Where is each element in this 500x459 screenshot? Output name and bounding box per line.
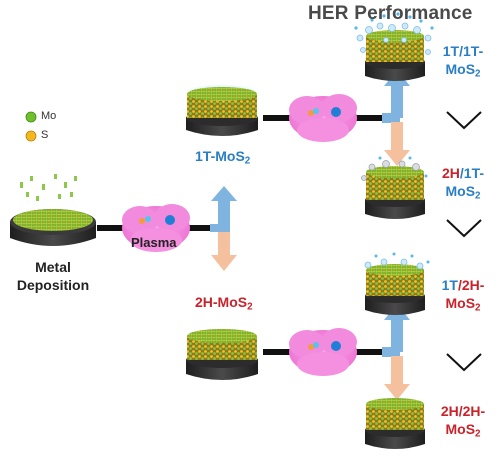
result-3-slash: /: [457, 277, 462, 293]
check-mark-3: [446, 353, 482, 372]
result-sample-3: [364, 252, 430, 315]
bar-plasma-junction: [188, 225, 210, 231]
result-label-2: 2H/1T- MoS2: [432, 164, 494, 205]
bar-plasma-upper-junction: [355, 115, 382, 121]
result-sample-1: [354, 12, 434, 81]
connector-bars: [97, 115, 382, 355]
legend-mo-label: Mo: [41, 110, 57, 122]
result-2-left: 2H: [441, 165, 460, 181]
mo-atom-icon: [25, 111, 37, 123]
performance-check-marks: [446, 111, 482, 372]
plasma-cloud-upper: [289, 94, 357, 142]
check-mark-2: [446, 219, 482, 238]
metal-deposition-line1: Metal: [35, 259, 71, 275]
arrow-down-2h: [211, 232, 237, 271]
result-3-right: 2H-: [461, 277, 485, 293]
arrow-up-1t: [210, 186, 237, 232]
result-1-slash: /: [459, 43, 463, 59]
result-label-4: 2H/2H- MoS2: [432, 402, 494, 443]
phase-2h-sub: 2: [247, 301, 253, 313]
bar-1t-plasma: [263, 115, 291, 121]
hydrogen-bubbles-icon: [364, 258, 424, 270]
legend-s-label: S: [41, 129, 49, 141]
bar-2h-plasma: [263, 349, 291, 355]
bar-plasma-lower-junction: [355, 349, 382, 355]
result-3-left: 1T: [441, 277, 458, 293]
result-1-sub: 2: [475, 68, 481, 80]
result-2-right: 1T-: [463, 165, 485, 181]
result-1-left: 1T: [442, 43, 460, 59]
s-atom-icon: [25, 130, 37, 142]
result-label-3: 1T/2H- MoS2: [432, 276, 494, 317]
phase-1t-base: 1T-MoS: [195, 148, 245, 164]
result-1-right: 1T-: [463, 43, 484, 59]
result-4-bottom: MoS: [445, 421, 476, 437]
phase-2h-base: 2H-MoS: [195, 294, 248, 310]
phase-1t-mos2-label: 1T-MoS2: [195, 148, 250, 166]
result-label-1: 1T/1T- MoS2: [432, 42, 494, 83]
sample-1t-mos2: [184, 84, 260, 136]
falling-atoms-icon: [20, 174, 77, 201]
page-title: HER Performance: [308, 3, 473, 24]
plasma-label: Plasma: [131, 235, 177, 250]
plasma-cloud-main: [122, 204, 190, 252]
result-4-slash: /: [458, 403, 463, 419]
result-3-bottom: MoS: [445, 295, 476, 311]
arrow-down-upper: [384, 122, 410, 166]
result-sample-2: [361, 156, 428, 219]
result-2-slash: /: [459, 165, 464, 181]
bar-deposition-plasma: [97, 225, 125, 231]
result-2-sub: 2: [475, 190, 481, 202]
sample-2h-mos2: [186, 329, 258, 380]
phase-2h-mos2-label: 2H-MoS2: [195, 294, 253, 312]
result-4-right: 2H-: [462, 403, 486, 419]
result-3-sub: 2: [475, 302, 481, 314]
check-mark-1: [446, 111, 482, 130]
metal-deposition-line2: Deposition: [16, 277, 90, 293]
result-2-bottom: MoS: [445, 183, 476, 199]
metal-deposition-label: Metal Deposition: [12, 258, 94, 294]
result-sample-4: [365, 398, 425, 449]
hydrogen-bubbles-icon: [356, 22, 432, 55]
phase-1t-sub: 2: [244, 155, 251, 167]
deposition-substrate: [10, 174, 96, 246]
hydrogen-bubbles-icon: [361, 160, 420, 181]
arrow-down-lower: [384, 356, 410, 400]
plasma-cloud-lower: [289, 328, 357, 376]
result-1-bottom: MoS: [445, 61, 476, 77]
result-4-sub: 2: [475, 428, 481, 440]
result-4-left: 2H: [440, 403, 459, 419]
